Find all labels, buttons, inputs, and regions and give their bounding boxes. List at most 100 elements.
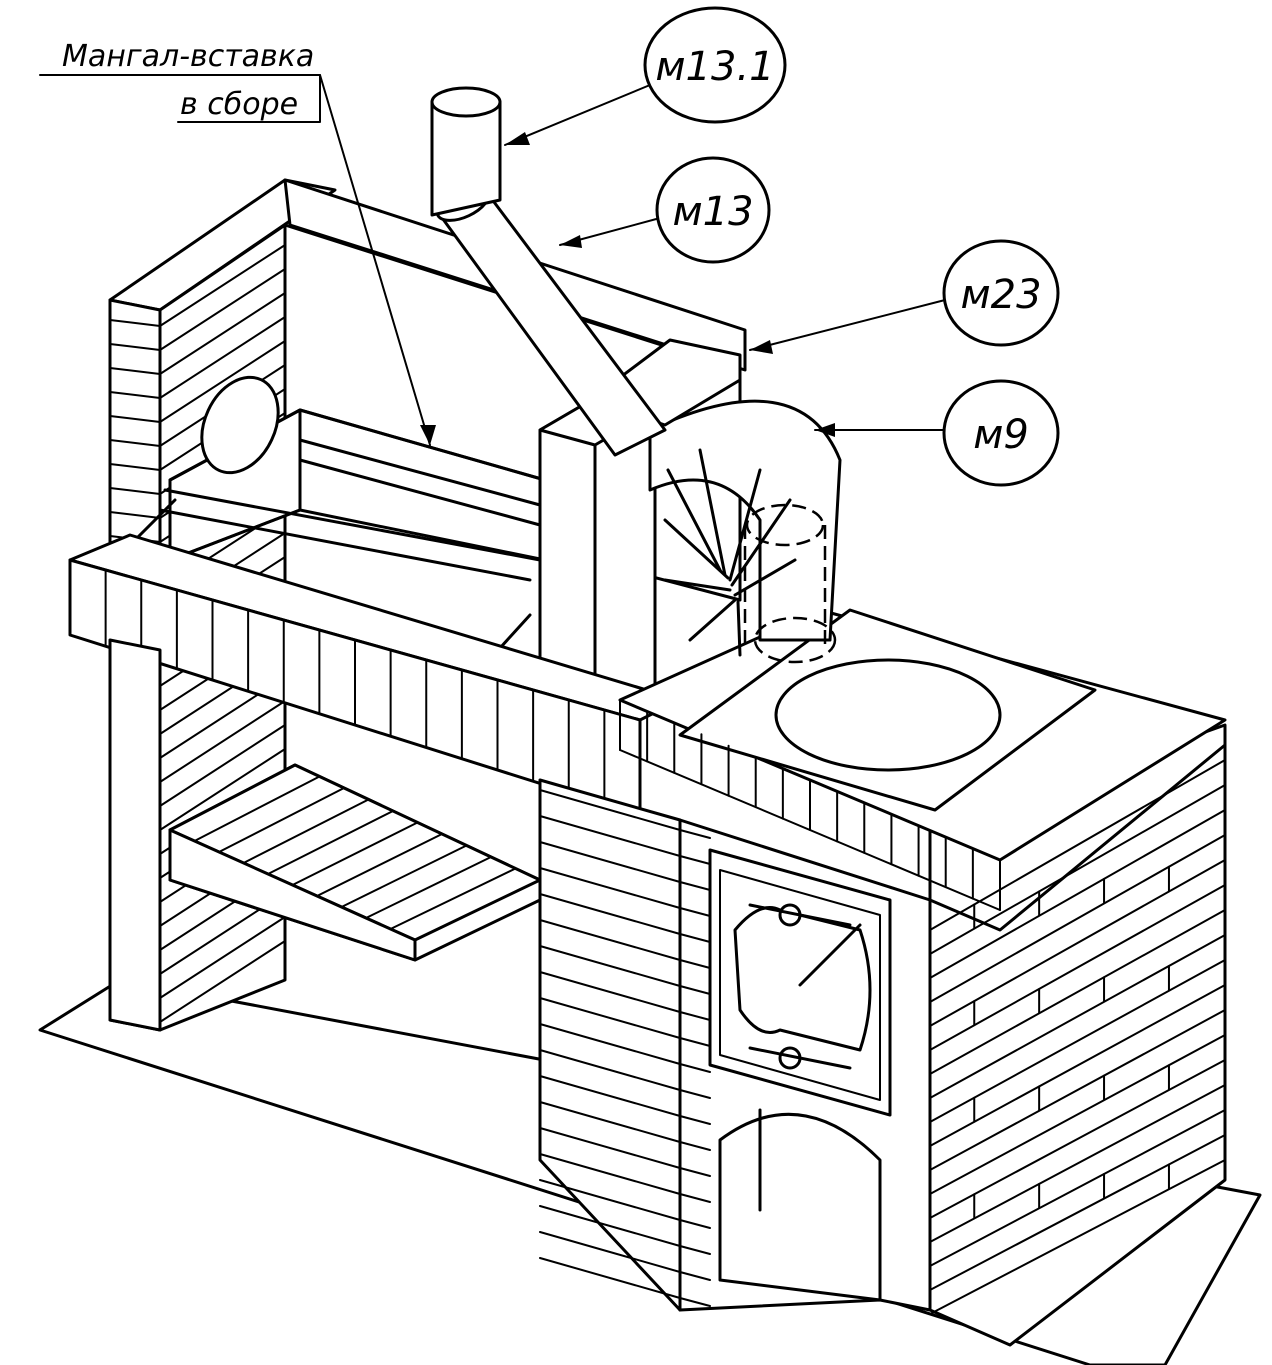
brick-joint bbox=[539, 1127, 681, 1169]
brick-joint bbox=[539, 893, 681, 935]
brick-joint bbox=[929, 1134, 1226, 1291]
grill-insert bbox=[128, 375, 547, 672]
stove-front-bricks bbox=[619, 699, 1001, 911]
brick-joint bbox=[929, 1009, 1226, 1171]
brick-joint bbox=[929, 834, 1226, 1003]
grill-vent-hole bbox=[200, 375, 280, 475]
brick-joint bbox=[169, 764, 296, 831]
callout-circle-m13-1 bbox=[643, 6, 787, 124]
stove-top bbox=[618, 608, 1227, 862]
brick-joint bbox=[679, 1167, 711, 1177]
brick-joint bbox=[159, 268, 286, 351]
brick-joint bbox=[365, 856, 492, 919]
brick-joint bbox=[159, 292, 286, 375]
brick-joint bbox=[679, 1193, 711, 1203]
callout-circle-m13 bbox=[655, 156, 771, 264]
brick-joint bbox=[109, 367, 161, 375]
brick-joint bbox=[929, 1109, 1226, 1267]
callout-bubbles bbox=[643, 6, 1060, 487]
brick-joint bbox=[929, 934, 1226, 1099]
insert-label-line1: Мангал-вставка bbox=[62, 39, 314, 74]
left-lower-leg bbox=[108, 638, 162, 1032]
wood-shelf bbox=[168, 763, 542, 962]
brick-joint bbox=[539, 841, 681, 883]
brick-joint bbox=[159, 700, 286, 783]
brick-joint bbox=[679, 959, 711, 969]
brick-joint bbox=[539, 919, 681, 961]
brick-joint bbox=[929, 884, 1226, 1051]
callout-label-m9: м9 bbox=[973, 412, 1029, 458]
ash-pit-arch bbox=[718, 1112, 882, 1302]
brick-joint bbox=[539, 1101, 681, 1143]
brick-joint bbox=[109, 511, 161, 519]
shelf-bricks bbox=[169, 764, 541, 941]
brick-joint bbox=[159, 916, 286, 999]
brick-joint bbox=[539, 971, 681, 1013]
brick-joint bbox=[539, 1179, 681, 1221]
brick-joint bbox=[539, 815, 681, 857]
brick-joint bbox=[159, 940, 286, 1023]
brick-joint bbox=[193, 775, 321, 842]
brick-joint bbox=[679, 829, 711, 839]
brick-joint bbox=[539, 789, 681, 831]
brick-joint bbox=[679, 1037, 711, 1047]
brick-joint bbox=[539, 1023, 681, 1065]
brick-joint bbox=[679, 855, 711, 865]
brick-joint bbox=[159, 748, 286, 831]
brick-joint bbox=[679, 1297, 711, 1307]
brick-joint bbox=[109, 463, 161, 471]
brick-joint bbox=[679, 1219, 711, 1229]
firebox-door bbox=[708, 848, 892, 1117]
brick-joint bbox=[539, 1153, 681, 1195]
brick-joint bbox=[539, 867, 681, 909]
brick-joint bbox=[159, 724, 286, 807]
brick-joint bbox=[218, 787, 345, 853]
brick-joint bbox=[679, 907, 711, 917]
brick-joint bbox=[539, 1257, 681, 1299]
brick-joint bbox=[929, 1034, 1226, 1195]
brick-joint bbox=[539, 1231, 681, 1273]
pipe-m13-1 bbox=[430, 100, 502, 217]
brick-joint bbox=[679, 1115, 711, 1125]
brick-joint bbox=[679, 1011, 711, 1021]
brick-joint bbox=[679, 1271, 711, 1281]
brick-joint bbox=[109, 415, 161, 423]
callout-label-m23: м23 bbox=[960, 272, 1041, 318]
brick-joint bbox=[929, 984, 1226, 1147]
brick-joint bbox=[929, 909, 1226, 1075]
right-block-bricks bbox=[929, 759, 1226, 1315]
brick-joint bbox=[340, 844, 468, 908]
arrowheads bbox=[420, 132, 835, 445]
vent-slots bbox=[663, 448, 797, 657]
brick-joint bbox=[267, 810, 394, 875]
pipe-top-opening bbox=[430, 86, 502, 118]
m13-1-pointer bbox=[504, 84, 651, 146]
brick-joint bbox=[242, 798, 370, 864]
brick-joint bbox=[619, 749, 1001, 911]
bbq-slab-bricks bbox=[69, 559, 641, 816]
brick-joint bbox=[109, 487, 161, 495]
brick-joint bbox=[679, 1089, 711, 1099]
hob-ring bbox=[774, 658, 1002, 772]
brick-joint bbox=[414, 879, 541, 941]
brick-joint bbox=[539, 945, 681, 987]
brick-joint bbox=[929, 1084, 1226, 1243]
brick-joint bbox=[109, 343, 161, 351]
insert-pointer bbox=[319, 74, 431, 446]
brick-joint bbox=[929, 809, 1226, 979]
callout-circle-m23 bbox=[942, 239, 1060, 347]
brick-joint bbox=[929, 859, 1226, 1027]
brick-joint bbox=[109, 439, 161, 447]
brick-joint bbox=[679, 1245, 711, 1255]
brick-joint bbox=[539, 1049, 681, 1091]
brick-joint bbox=[316, 833, 443, 897]
insert-label-line2: в сборе bbox=[180, 87, 298, 122]
column-bricks bbox=[539, 789, 711, 1307]
brick-joint bbox=[159, 340, 286, 423]
brick-joint bbox=[929, 784, 1226, 955]
brick-joint bbox=[539, 997, 681, 1039]
chimney-pipe bbox=[430, 86, 842, 664]
m23-pointer bbox=[749, 299, 946, 351]
brick-joint bbox=[929, 959, 1226, 1123]
